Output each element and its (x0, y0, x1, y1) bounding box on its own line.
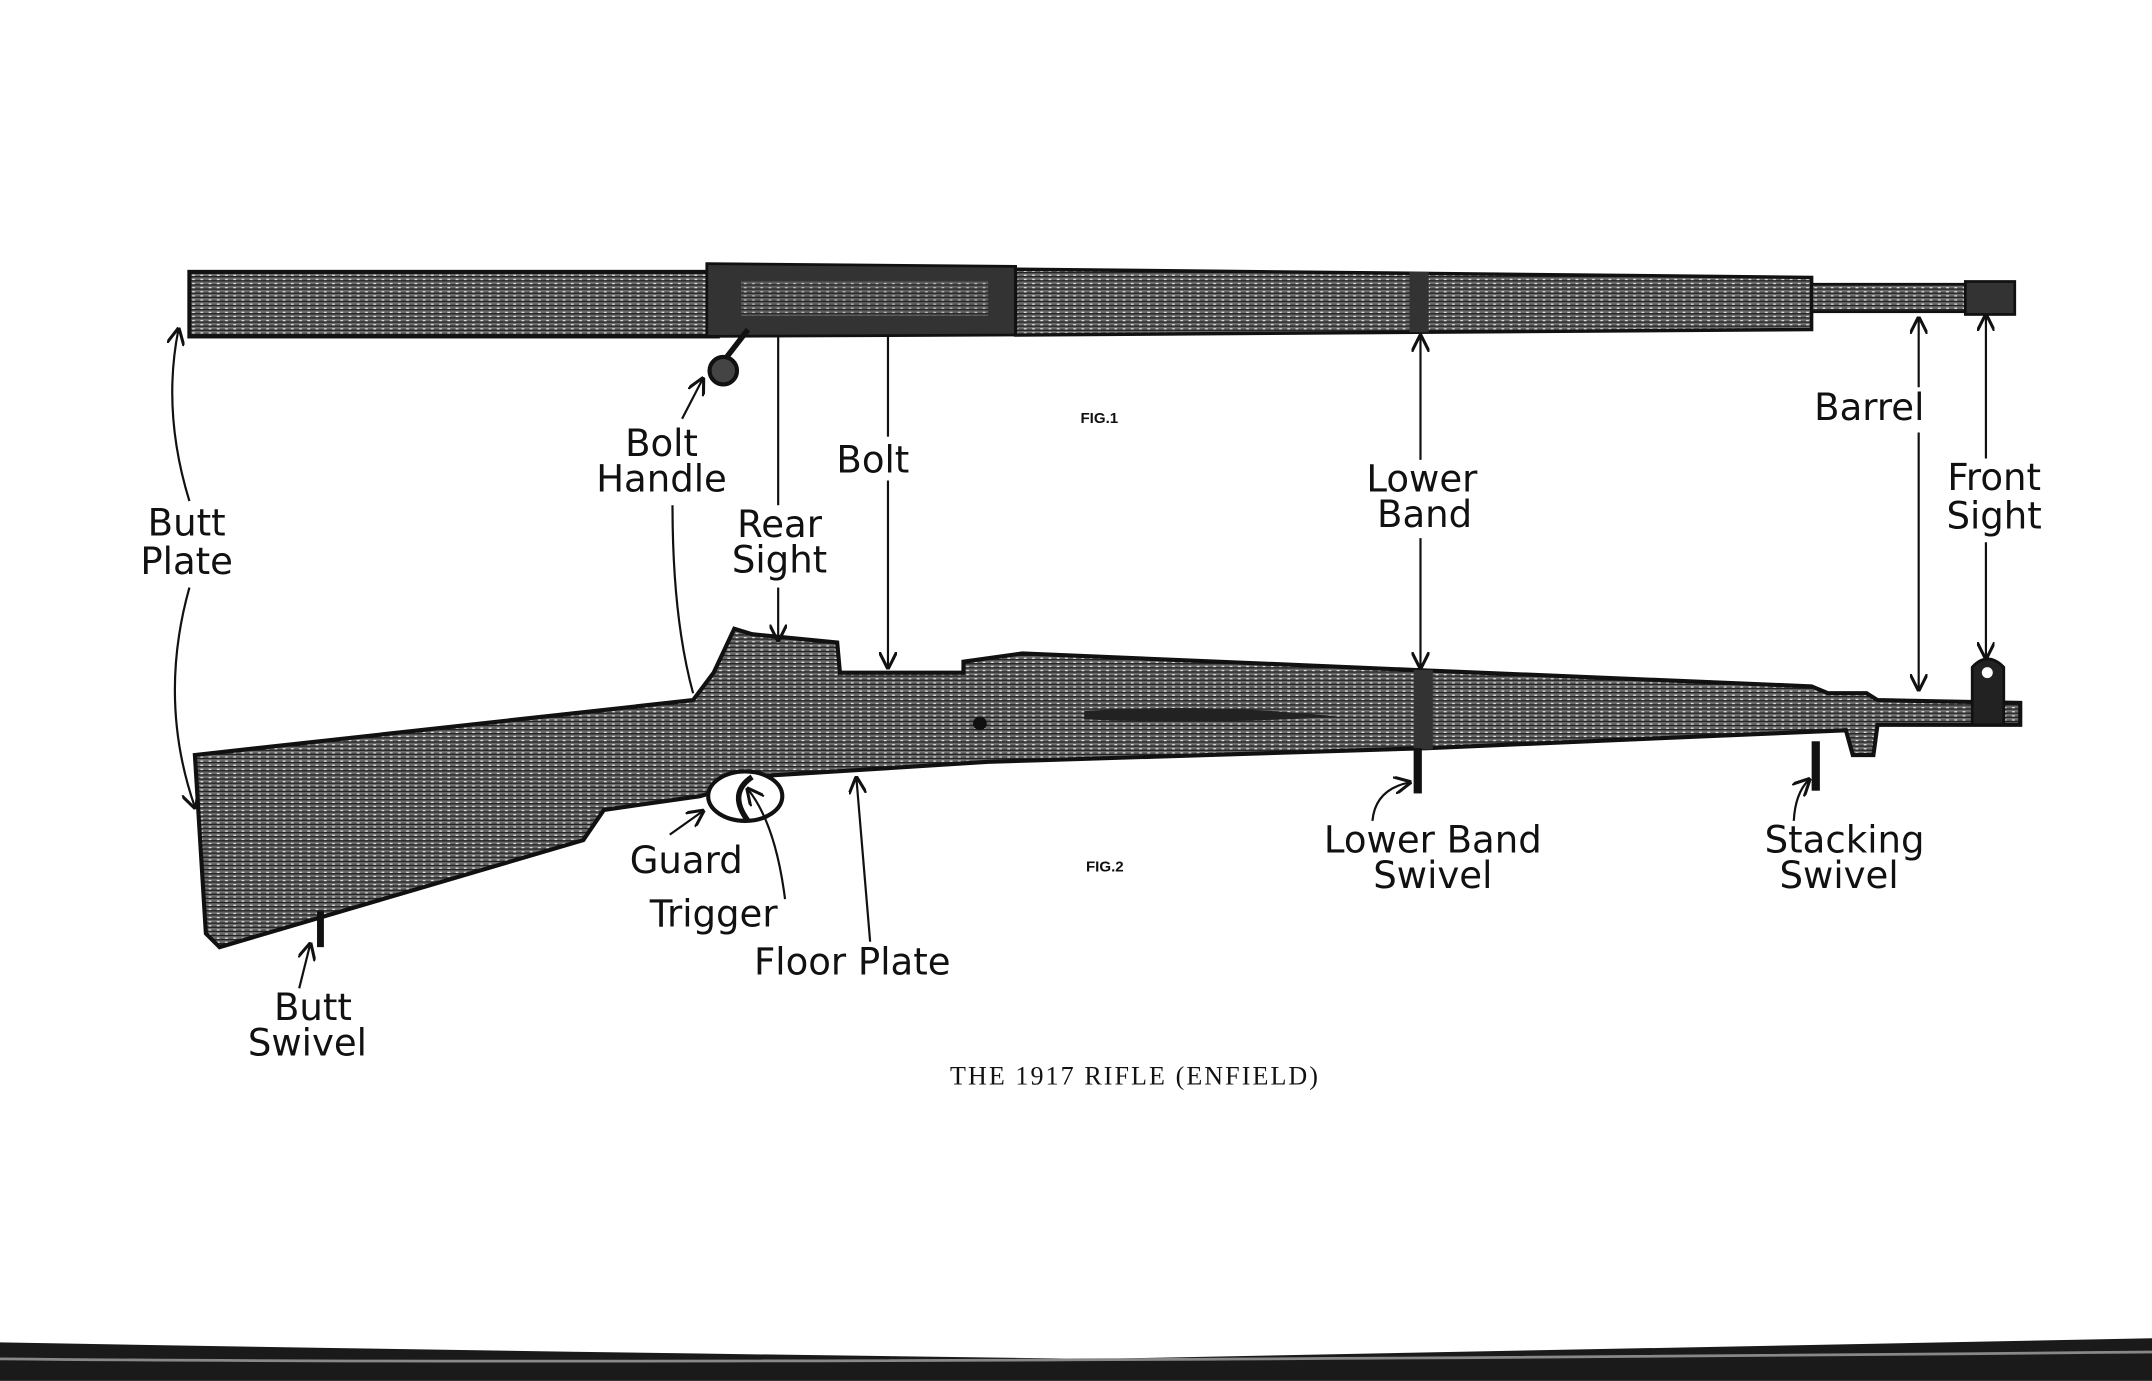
label-rear-sight-2: Sight (732, 538, 827, 581)
rifle-fig2 (192, 626, 2023, 950)
label-lower-band-swivel-1: Lower Band (1324, 818, 1542, 861)
figure-caption: THE 1917 RIFLE (ENFIELD) (950, 1061, 1320, 1090)
fig1-barrel (1810, 282, 1971, 314)
fig1-label: FIG.1 (1080, 410, 1118, 427)
fig1-stock (187, 269, 720, 339)
fig2-lower-band (1413, 669, 1433, 750)
label-front-sight-2: Sight (1946, 495, 2041, 538)
label-stacking-swivel-2: Swivel (1780, 854, 1899, 897)
label-floor-plate: Floor Plate (754, 941, 951, 984)
label-butt-plate-1: Butt (148, 501, 226, 544)
label-lower-band-2: Band (1377, 493, 1472, 536)
label-front-sight-1: Front (1947, 456, 2041, 499)
label-trigger: Trigger (649, 893, 779, 936)
label-bolt-handle-1: Bolt (625, 422, 698, 465)
fig2-butt-swivel (317, 911, 324, 948)
label-stacking-swivel-1: Stacking (1765, 818, 1925, 861)
rifle-fig1 (187, 262, 2017, 387)
label-rear-sight-1: Rear (737, 503, 823, 546)
leader-arrows (172, 316, 1986, 989)
label-bolt: Bolt (836, 438, 909, 481)
label-butt-swivel-1: Butt (274, 986, 352, 1029)
fig2-lower-band-swivel (1413, 748, 1422, 794)
label-lower-band-1: Lower (1366, 457, 1478, 500)
label-butt-swivel-2: Swivel (248, 1022, 367, 1065)
label-bolt-handle-2: Handle (596, 457, 727, 500)
fig2-stock (192, 626, 2023, 950)
label-lower-band-swivel-2: Swivel (1373, 854, 1492, 897)
label-barrel: Barrel (1814, 386, 1924, 429)
fig2-label: FIG.2 (1086, 859, 1124, 876)
fig2-stacking-swivel (1811, 741, 1820, 791)
fig1-lower-band (1409, 271, 1429, 333)
label-guard: Guard (630, 839, 743, 882)
label-butt-plate-2: Plate (140, 540, 233, 583)
fig1-muzzle (1963, 280, 2017, 316)
fig1-bolt-knob (707, 354, 740, 387)
